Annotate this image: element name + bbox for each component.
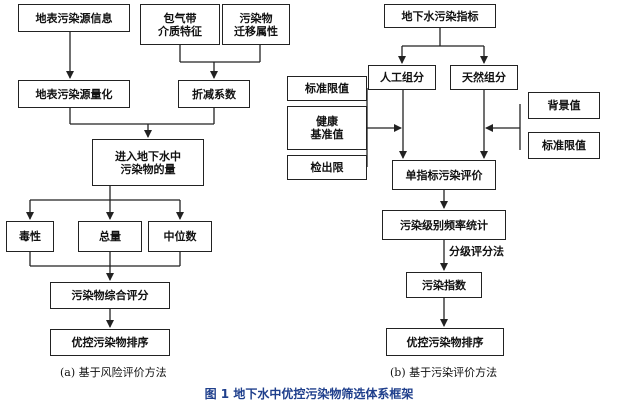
grading-method-label: 分级评分法: [449, 245, 504, 258]
caption-left: (a) 基于风险评价方法: [60, 366, 167, 379]
natural-component-box: 天然组分: [450, 65, 518, 90]
artificial-component-box: 人工组分: [368, 65, 436, 90]
attenuation-coef-box: 折减系数: [178, 80, 250, 108]
figure-title: 图 1 地下水中优控污染物筛选体系框架: [0, 385, 618, 402]
priority-ranking-box-left: 优控污染物排序: [50, 329, 170, 356]
single-index-eval-box: 单指标污染评价: [392, 160, 496, 190]
frequency-stats-box: 污染级别频率统计: [382, 210, 506, 240]
groundwater-indicator-box: 地下水污染指标: [384, 4, 496, 28]
pollutant-entering-box: 进入地下水中 污染物的量: [92, 139, 204, 186]
background-value-box: 背景值: [528, 92, 600, 119]
standard-limit-box-right: 标准限值: [528, 132, 600, 159]
health-baseline-box: 健康 基准值: [287, 106, 367, 150]
detection-limit-box: 检出限: [287, 155, 367, 180]
total-box: 总量: [78, 221, 142, 252]
surface-quantify-box: 地表污染源量化: [18, 80, 130, 108]
composite-score-box: 污染物综合评分: [50, 282, 170, 309]
caption-right: (b) 基于污染评价方法: [390, 366, 498, 379]
migration-property-box: 污染物 迁移属性: [222, 4, 290, 45]
vadose-zone-box: 包气带 介质特征: [140, 4, 220, 45]
figure-label: 图 1: [204, 387, 230, 401]
standard-limit-box-left: 标准限值: [287, 76, 367, 101]
pollution-index-box: 污染指数: [406, 272, 482, 298]
median-box: 中位数: [148, 221, 212, 252]
figure-title-text: 地下水中优控污染物筛选体系框架: [233, 387, 414, 401]
surface-pollution-info-box: 地表污染源信息: [18, 4, 130, 32]
toxicity-box: 毒性: [6, 221, 54, 252]
priority-ranking-box-right: 优控污染物排序: [386, 328, 504, 356]
